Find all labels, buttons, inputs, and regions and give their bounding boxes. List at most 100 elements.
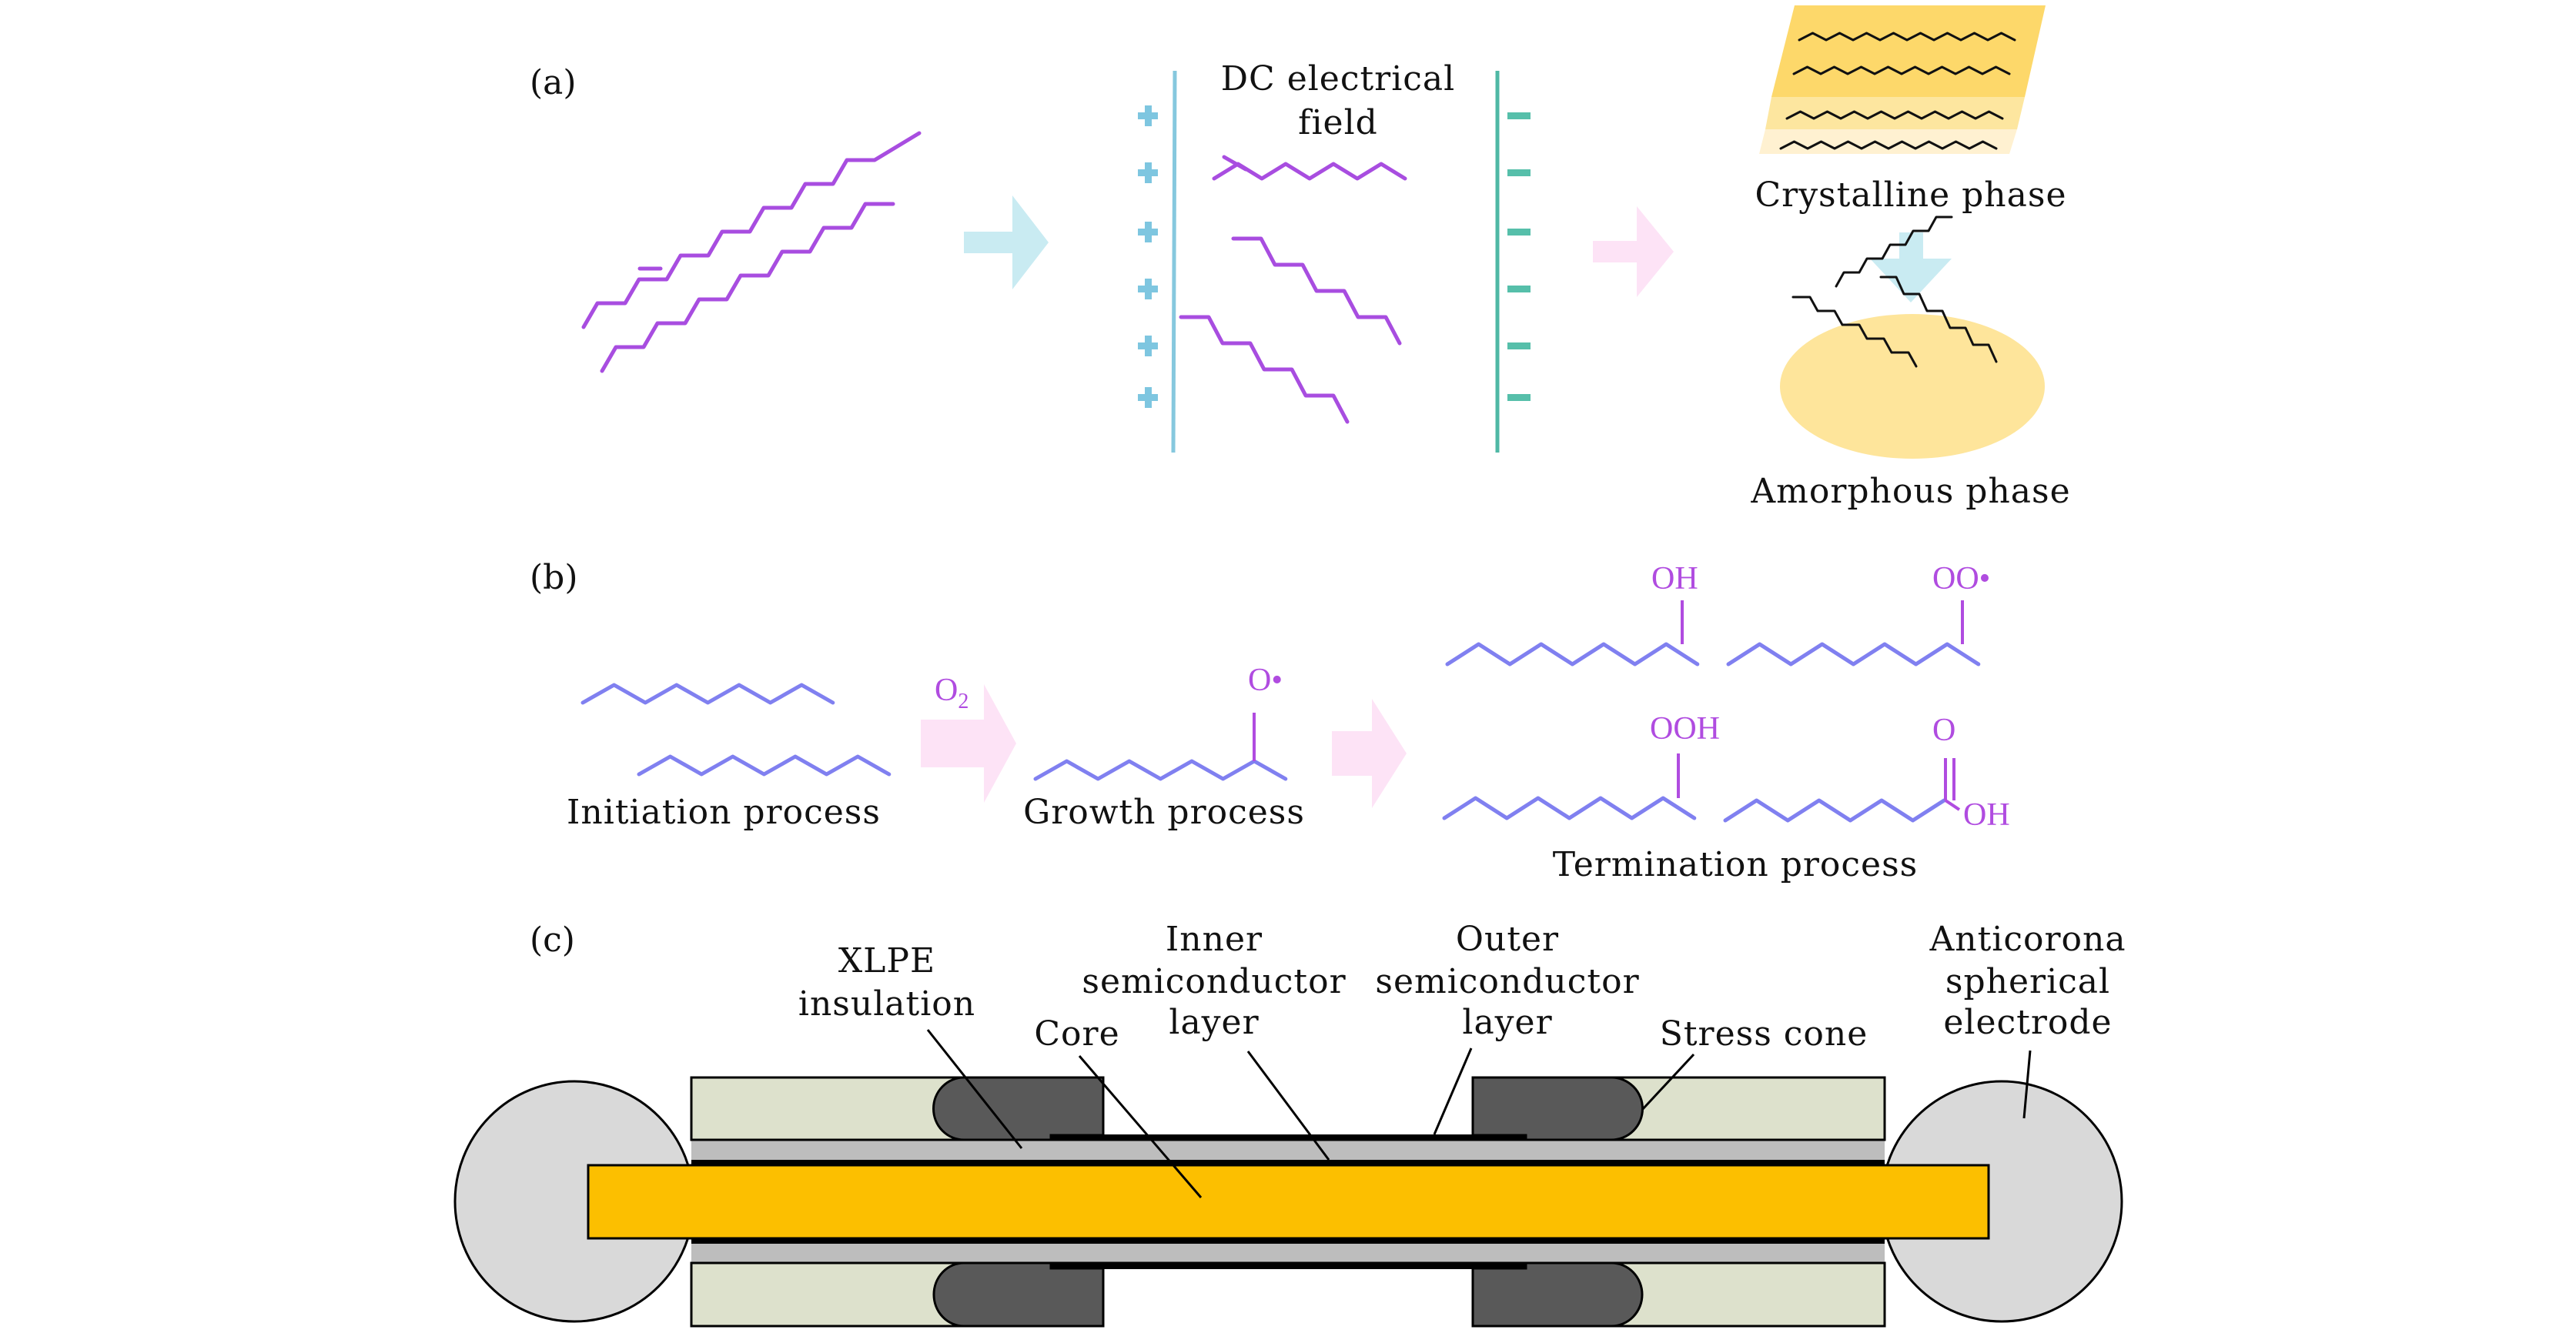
xlpe-label-line1: XLPE	[838, 941, 935, 981]
amorphous-chain	[1835, 215, 1953, 288]
crystalline-chain	[1785, 110, 2004, 120]
outer-semiconductor-layer-lower	[1051, 1263, 1526, 1269]
xlpe-insulation-lower	[691, 1244, 1885, 1263]
dc-field-title-line2: field	[1298, 103, 1378, 142]
carboxylic-acid-chain	[1723, 798, 1946, 823]
alcohol-chain	[1445, 642, 1700, 666]
crystalline-band-medium	[1765, 97, 2025, 129]
crystalline-chain	[1779, 140, 1998, 150]
negative-charge-signs	[1507, 112, 1531, 401]
right-lower-stress-cone	[1471, 1261, 1644, 1328]
crystalline-band-dense	[1771, 5, 2046, 97]
inner-semiconductor-label-line3: layer	[1169, 1003, 1259, 1042]
outer-semiconductor-label-line2: semiconductor	[1375, 962, 1639, 1001]
amorphous-chain	[1879, 276, 1998, 363]
crystalline-phase-label: Crystalline phase	[1755, 175, 2067, 215]
hydroperoxide-chain	[1442, 796, 1697, 820]
minus-sign-icon	[1507, 169, 1531, 176]
alcohol-group-label: OH	[1651, 561, 1698, 596]
crystalline-band-light	[1759, 129, 2017, 154]
cable-core-conductor	[587, 1164, 1990, 1240]
panel-b-label: (b)	[530, 558, 578, 597]
inner-semiconductor-leader-line	[1246, 1051, 1330, 1161]
peroxy-radical-label: OO•	[1932, 561, 1990, 596]
right-arrow-icon	[921, 684, 1016, 803]
acid-hydroxyl-label: OH	[1963, 797, 2010, 833]
termination-process-label: Termination process	[1553, 845, 1918, 884]
right-arrow-icon	[1332, 699, 1407, 808]
minus-sign-icon	[1507, 394, 1531, 401]
oxygen-reagent-label: O2	[935, 673, 969, 713]
panel-c: (c)	[453, 920, 2126, 1328]
field-oriented-chains	[1179, 155, 1407, 424]
alkoxy-radical-label: O•	[1248, 663, 1283, 698]
core-leader-line	[1078, 1055, 1203, 1198]
outer-semiconductor-label-line1: Outer	[1456, 920, 1559, 959]
oriented-chain	[1179, 315, 1350, 424]
minus-sign-icon	[1507, 112, 1531, 119]
stress-cone-leader-line	[1641, 1053, 1695, 1111]
outer-semiconductor-label-line3: layer	[1462, 1003, 1552, 1042]
oriented-chain	[1231, 236, 1402, 346]
xlpe-label-line2: insulation	[798, 984, 975, 1024]
inner-semiconductor-label-line1: Inner	[1166, 920, 1263, 959]
plus-sign-icon	[1145, 162, 1152, 183]
positive-electrode-plate	[1171, 70, 1177, 453]
anticorona-label-line3: electrode	[1943, 1003, 2112, 1042]
crystalline-chain	[1798, 32, 2016, 42]
carbonyl-oxygen-label: O	[1932, 713, 1955, 748]
right-upper-stress-cone	[1471, 1076, 1644, 1141]
amorphous-chains	[1791, 215, 1998, 368]
double-bond-mark	[1222, 155, 1248, 172]
termination-products	[1442, 600, 1981, 823]
right-arrow-icon	[1593, 206, 1674, 297]
plus-sign-icon	[1145, 336, 1152, 356]
leader-lines	[926, 1029, 2032, 1198]
peroxy-chain	[1726, 642, 1981, 666]
xlpe-insulation-upper	[691, 1140, 1885, 1160]
minus-sign-icon	[1507, 286, 1531, 292]
plus-sign-icon	[1145, 222, 1152, 242]
initiation-process-label: Initiation process	[567, 793, 881, 832]
initiation-chains	[580, 683, 892, 777]
inner-semiconductor-layer-upper	[691, 1160, 1885, 1166]
minus-sign-icon	[1507, 229, 1531, 236]
stress-cone-label: Stress cone	[1660, 1014, 1868, 1054]
polyethylene-chain	[580, 683, 835, 705]
crystalline-chains	[1779, 32, 2016, 150]
xlpe-leader-line	[926, 1029, 1023, 1149]
initial-polymer-chains	[581, 131, 922, 373]
minus-sign-icon	[1507, 342, 1531, 349]
panel-c-label: (c)	[530, 920, 575, 960]
anticorona-label-line2: spherical	[1945, 962, 2110, 1001]
inner-semiconductor-layer-lower	[691, 1237, 1885, 1244]
amorphous-phase-label: Amorphous phase	[1750, 472, 2070, 511]
inner-semiconductor-label-line2: semiconductor	[1082, 962, 1346, 1001]
oxidised-chain	[1033, 759, 1288, 781]
left-lower-stress-cone	[932, 1261, 1105, 1328]
right-arrow-icon	[964, 195, 1049, 289]
acid-oh-bond	[1944, 799, 1961, 811]
left-upper-stress-cone	[932, 1076, 1105, 1141]
dc-field-title-line1: DC electrical	[1221, 59, 1455, 99]
panel-a: (a) DC electrical field Crystalline phas…	[530, 5, 2070, 511]
hydroperoxide-label: OOH	[1650, 711, 1720, 747]
anticorona-label-line1: Anticorona	[1929, 920, 2126, 959]
core-label: Core	[1034, 1014, 1119, 1054]
polyethylene-chain	[637, 754, 892, 777]
crystalline-phase-block	[1759, 5, 2046, 154]
positive-charge-signs	[1138, 105, 1158, 408]
growth-chain	[1033, 713, 1288, 781]
panel-a-label: (a)	[530, 63, 577, 102]
plus-sign-icon	[1145, 105, 1152, 126]
panel-b: (b) Initiation process O2 O• Growth proc…	[530, 558, 2010, 884]
outer-semiconductor-layer-upper	[1051, 1134, 1526, 1141]
plus-sign-icon	[1145, 387, 1152, 408]
growth-process-label: Growth process	[1023, 793, 1305, 832]
crystalline-chain	[1792, 65, 2011, 75]
anticorona-leader-line	[2022, 1050, 2032, 1119]
polymer-chain	[581, 131, 922, 329]
amorphous-chain	[1791, 296, 1918, 368]
amorphous-phase-region	[1780, 314, 2045, 459]
